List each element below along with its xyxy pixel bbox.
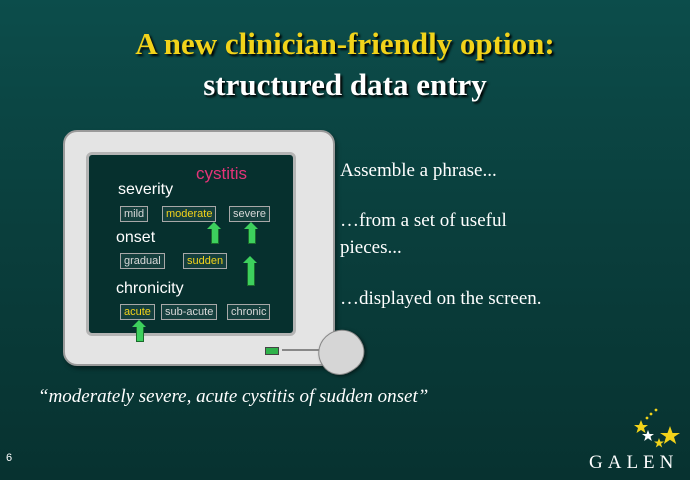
category-severity: severity [118, 181, 174, 198]
text-assemble-phrase: Assemble a phrase... [340, 160, 497, 181]
option-mild[interactable]: mild [120, 206, 149, 222]
stars-logo-icon [634, 408, 680, 448]
option-chronic[interactable]: chronic [227, 304, 271, 320]
option-sudden[interactable]: sudden [183, 253, 228, 269]
category-chronicity: chronicity [116, 280, 184, 297]
selection-arrow-acute-icon [132, 320, 146, 342]
example-phrase-quote: “moderately severe, acute cystitis of su… [38, 386, 429, 407]
slide-title-line1: A new clinician-friendly option: [135, 26, 555, 61]
selection-arrow-sudden-icon [243, 256, 257, 286]
option-acute[interactable]: acute [120, 304, 155, 320]
power-led-icon [265, 347, 279, 355]
option-moderate[interactable]: moderate [162, 206, 217, 222]
option-sub-acute[interactable]: sub-acute [161, 304, 218, 320]
text-set-of-pieces-line2: pieces... [340, 237, 402, 258]
option-gradual[interactable]: gradual [120, 253, 165, 269]
galen-logo-text: GALEN [589, 452, 679, 473]
diagnosis-label: cystitis [196, 164, 247, 183]
category-onset: onset [116, 229, 156, 246]
text-set-of-pieces-line1: …from a set of useful [340, 210, 507, 231]
slide-title-line2: structured data entry [203, 67, 487, 102]
option-severe[interactable]: severe [229, 206, 271, 222]
selection-arrow-moderate-icon [207, 222, 221, 244]
text-displayed-on-screen: …displayed on the screen. [340, 288, 542, 309]
selection-arrow-severe-icon [244, 222, 258, 244]
mouse-cord [282, 349, 322, 351]
slide-number: 6 [6, 452, 13, 464]
